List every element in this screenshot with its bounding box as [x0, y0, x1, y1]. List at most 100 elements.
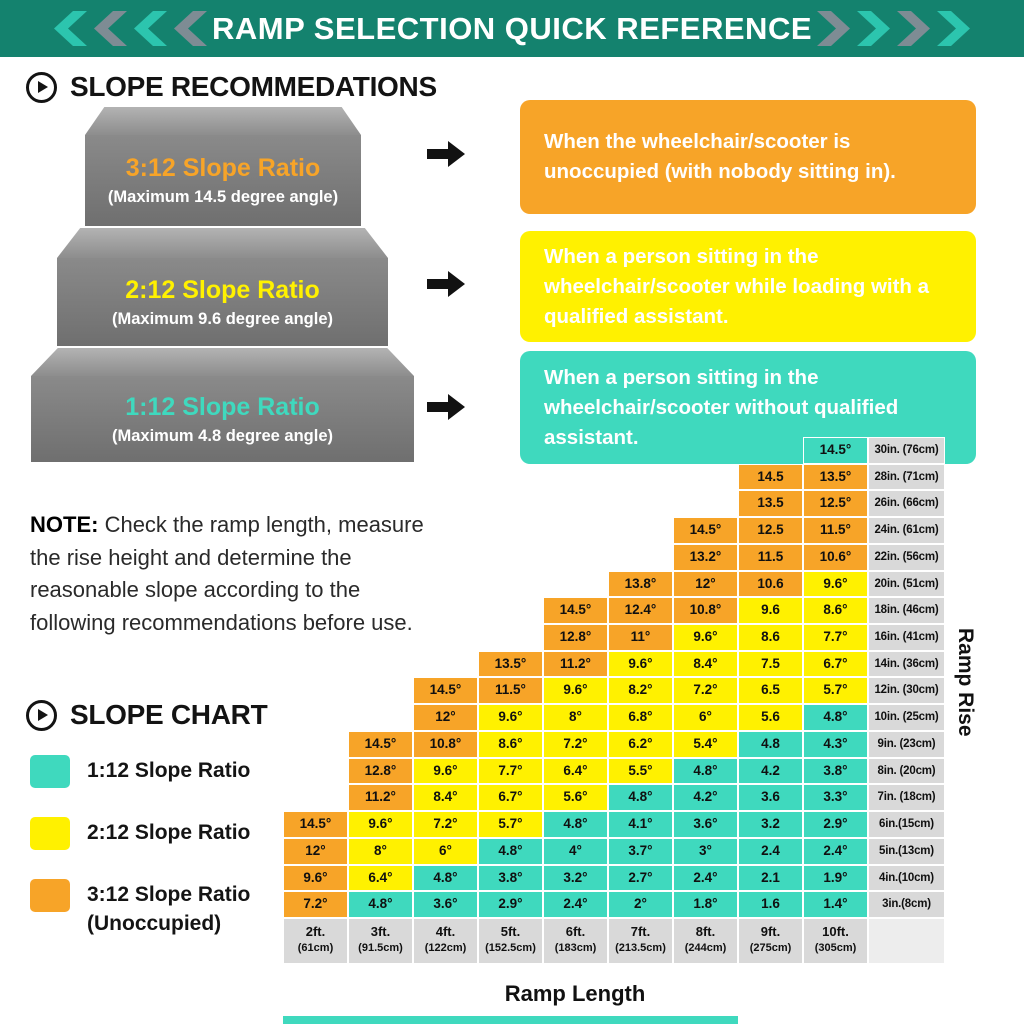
legend-item: 1:12 Slope Ratio [30, 755, 250, 788]
slope-cell: 9.6° [803, 570, 868, 598]
length-header-ft: 7ft. [630, 923, 651, 939]
slope-cell: 9.6° [413, 757, 478, 785]
slope-cell: 9.6° [348, 811, 413, 838]
slope-cell: 8.2° [608, 677, 673, 705]
slope-cell: 6° [413, 837, 478, 865]
length-header: 4ft.(122cm) [413, 917, 478, 964]
slope-cell: 12° [283, 837, 348, 865]
slope-cell: 7.2° [283, 891, 348, 918]
y-axis-label: Ramp Rise [954, 628, 977, 737]
slope-cell: 4.2° [673, 784, 738, 812]
slope-cell: 1.6 [738, 891, 803, 918]
slope-cell: 2.4 [738, 837, 803, 865]
legend-swatch [30, 755, 70, 788]
slope-cell: 14.5° [283, 811, 348, 838]
slope-cell: 2.4° [543, 891, 608, 918]
slope-cell: 4.2 [738, 757, 803, 785]
slope-cell: 5.7° [803, 677, 868, 705]
slope-cell: 14.5° [348, 730, 413, 758]
length-header-ft: 8ft. [695, 923, 716, 939]
arrow-right-glyph [427, 141, 465, 167]
rise-label: 24in. (61cm) [868, 517, 945, 544]
legend-label: 2:12 Slope Ratio [87, 818, 250, 847]
slope-cell: 13.5 [738, 490, 803, 518]
header-bar: RAMP SELECTION QUICK REFERENCE [0, 0, 1024, 57]
slope-cell: 3.8° [478, 864, 543, 892]
slope-cell: 10.6° [803, 543, 868, 571]
chevron-icon [857, 11, 890, 46]
length-header: 7ft. (213.5cm) [608, 917, 673, 964]
arrowhead-icon [38, 81, 48, 93]
slope-cell: 8° [543, 704, 608, 731]
slope-cell: 6° [673, 704, 738, 731]
length-header-ft: 4ft. [435, 923, 456, 939]
rise-label: 30in. (76cm) [868, 437, 945, 464]
legend-label: 1:12 Slope Ratio [87, 756, 250, 785]
callout-yellow: When a person sitting in the wheelchair/… [520, 231, 976, 342]
length-header-ft: 10ft. [822, 923, 849, 939]
rise-label: 26in. (66cm) [868, 490, 945, 518]
slope-cell: 14.5° [803, 437, 868, 464]
slope-cell: 9.6° [673, 624, 738, 651]
slope-cell: 14.5° [413, 677, 478, 705]
header-chevrons-left [54, 11, 207, 46]
step-ratio-label: 2:12 Slope Ratio [125, 275, 320, 304]
slope-cell: 5.6 [738, 704, 803, 731]
slope-cell: 6.2° [608, 730, 673, 758]
length-header: 3ft.(91.5cm) [348, 917, 413, 964]
legend-label-line: 1:12 Slope Ratio [87, 759, 251, 782]
slope-cell: 14.5° [673, 517, 738, 544]
slope-cell: 1.8° [673, 891, 738, 918]
rise-label: 10in. (25cm) [868, 704, 945, 731]
note-text: NOTE: Check the ramp length, measure the… [30, 509, 428, 639]
length-header-cm: (183cm) [554, 941, 597, 954]
slope-cell: 7.2° [413, 811, 478, 838]
slope-cell: 4.8° [673, 757, 738, 785]
slope-cell: 9.6° [283, 864, 348, 892]
arrow-right-icon [427, 139, 467, 174]
slope-cell: 11° [608, 624, 673, 651]
step-top-face [85, 107, 361, 135]
section-heading-recommendations: SLOPE RECOMMEDATIONS [26, 71, 437, 103]
slope-cell: 3.3° [803, 784, 868, 812]
legend-label-line: 2:12 Slope Ratio [87, 821, 251, 844]
step-front-face: 3:12 Slope Ratio(Maximum 14.5 degree ang… [85, 135, 361, 226]
rise-label: 18in. (46cm) [868, 597, 945, 625]
slope-cell: 11.2° [348, 784, 413, 812]
note-body: Check the ramp length, measure the rise … [30, 512, 424, 635]
slope-cell: 7.2° [673, 677, 738, 705]
length-header: 5ft.(152.5cm) [478, 917, 543, 964]
slope-cell: 3.2 [738, 811, 803, 838]
length-header-ft: 3ft. [370, 923, 391, 939]
step-angle-label: (Maximum 9.6 degree angle) [112, 309, 333, 328]
slope-cell: 4.3° [803, 730, 868, 758]
arrowhead-icon [38, 709, 48, 721]
length-header-ft: 6ft. [565, 923, 586, 939]
legend-item: 2:12 Slope Ratio [30, 817, 250, 850]
length-header-cm: (213.5cm) [615, 941, 666, 954]
slope-cell: 4.1° [608, 811, 673, 838]
length-header: 6ft. (183cm) [543, 917, 608, 964]
step-front-face: 1:12 Slope Ratio(Maximum 4.8 degree angl… [31, 376, 414, 462]
step-ratio-label: 1:12 Slope Ratio [125, 392, 320, 421]
length-header-cm: (152.5cm) [485, 941, 536, 954]
rise-label: 20in. (51cm) [868, 570, 945, 598]
slope-cell: 10.8° [673, 597, 738, 625]
rise-label: 3in.(8cm) [868, 891, 945, 918]
slope-cell: 8.6 [738, 624, 803, 651]
slope-cell: 8.6° [803, 597, 868, 625]
legend-label-line: 3:12 Slope Ratio [87, 883, 251, 906]
slope-cell: 7.5 [738, 650, 803, 678]
table-corner-cell [868, 917, 945, 964]
length-header-cm: (61cm) [297, 941, 334, 954]
length-header-ft: 2ft. [305, 923, 326, 939]
slope-cell: 3.8° [803, 757, 868, 785]
slope-cell: 4.8° [348, 891, 413, 918]
slope-cell: 2.1 [738, 864, 803, 892]
slope-cell: 5.4° [673, 730, 738, 758]
slope-cell: 8.6° [478, 730, 543, 758]
step-ratio-label: 3:12 Slope Ratio [125, 154, 321, 182]
slope-cell: 3° [673, 837, 738, 865]
slope-cell: 10.6 [738, 570, 803, 598]
